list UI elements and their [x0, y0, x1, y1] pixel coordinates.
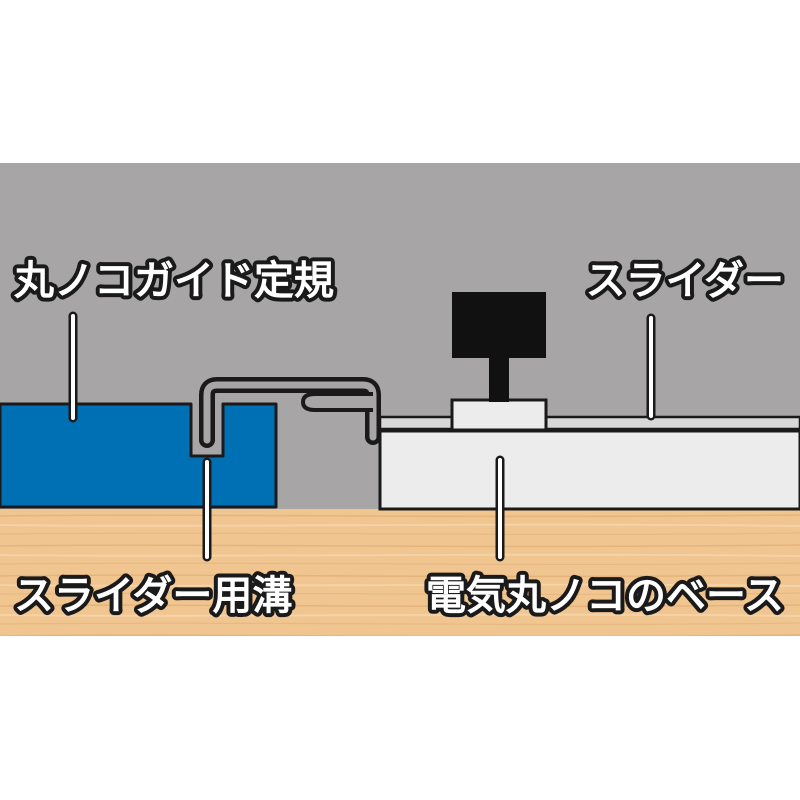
- pointer-lines: [68, 311, 656, 562]
- label-slider-groove: スライダー用溝: [14, 573, 292, 619]
- saw-base: [378, 429, 800, 511]
- knob-block: [450, 398, 548, 432]
- label-slider: スライダー: [586, 258, 784, 304]
- wood-board: [0, 509, 800, 636]
- base-top-rail: [378, 415, 800, 431]
- saw-guide-ruler: [0, 402, 278, 509]
- label-saw-guide: 丸ノコガイド定規: [13, 258, 334, 304]
- slider-clip: [301, 392, 373, 412]
- knob-stem: [489, 356, 509, 402]
- label-saw-base: 電気丸ノコのベース: [426, 573, 784, 619]
- knob: [452, 292, 546, 358]
